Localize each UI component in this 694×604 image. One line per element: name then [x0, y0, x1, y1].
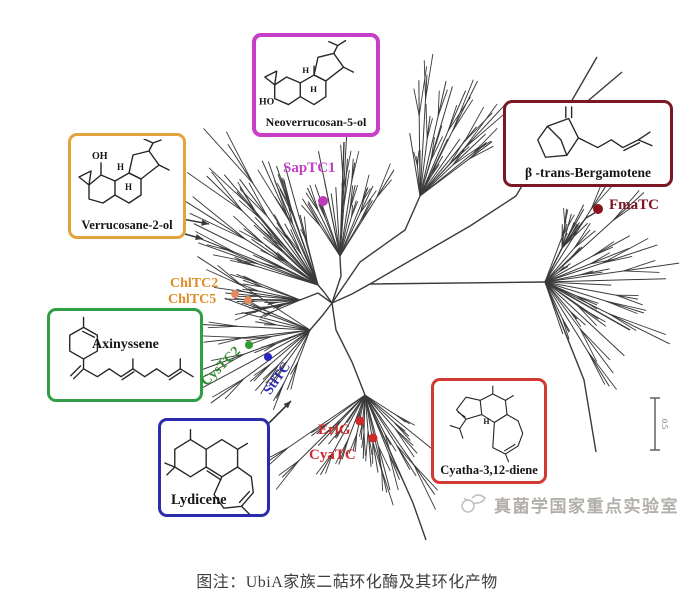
cyatha-box: H Cyatha-3,12-diene [431, 378, 547, 484]
fmatc-label: FmaTC [609, 197, 659, 213]
connector-arrowhead [201, 219, 209, 226]
watermark-text: 真菌学国家重点实验室 [494, 496, 679, 516]
axinyssene-structure [69, 316, 194, 381]
chltc5-label: ChlTC5 [168, 292, 217, 307]
lydicene-box: Lydicene [158, 418, 270, 517]
verrucosane-box: OH H H Verrucosane-2-ol [68, 133, 186, 239]
stltc-marker-dot [264, 353, 272, 361]
chltc2-marker-dot [231, 290, 239, 298]
bergamotene-structure [537, 106, 653, 158]
watermark: 真菌学国家重点实验室 [458, 490, 679, 518]
bergamotene-name: β -trans-Bergamotene [525, 165, 651, 180]
chltc5-marker-dot [244, 296, 252, 304]
axinyssene-name: Axinyssene [92, 337, 159, 352]
chltc2-label: ChlTC2 [170, 276, 219, 291]
atom-label-h: H [310, 84, 317, 94]
atom-label-h: H [302, 65, 309, 75]
cyatc-marker-dot [368, 433, 378, 443]
neoverrucosan-box: HO H H Neoverrucosan-5-ol [252, 33, 380, 137]
atom-label-oh: OH [92, 151, 108, 162]
scale-bar: 0.5 [646, 392, 672, 461]
neoverrucosan-name: Neoverrucosan-5-ol [265, 115, 367, 129]
cystc2-marker-dot [245, 341, 253, 349]
verrucosane-name: Verrucosane-2-ol [81, 218, 173, 232]
erig-label: EriG [318, 422, 351, 438]
atom-label-ho: HO [259, 97, 275, 108]
atom-label-h: H [483, 417, 489, 426]
neoverrucosan-structure: HO H H [259, 39, 355, 108]
cyatc-label: CyaTC [309, 447, 356, 463]
atom-label-h: H [125, 182, 132, 192]
atom-label-h: H [117, 162, 124, 172]
erig-marker-dot [355, 416, 365, 426]
bergamotene-box: β -trans-Bergamotene [503, 100, 673, 187]
connector-arrowhead [283, 401, 291, 409]
saptc1-label: SapTC1 [283, 160, 336, 176]
cyatha-name: Cyatha-3,12-diene [440, 463, 538, 477]
fmatc-marker-dot [593, 204, 603, 214]
lab-logo-icon [461, 494, 486, 513]
verrucosane-structure: OH H H [78, 139, 170, 204]
figure-caption: 图注：UbiA家族二萜环化酶及其环化产物 [196, 574, 498, 591]
lydicene-structure [164, 429, 254, 515]
axinyssene-box: Axinyssene [47, 308, 203, 402]
lydicene-name: Lydicene [171, 492, 227, 508]
saptc1-marker-dot [318, 196, 328, 206]
scale-bar-value: 0.5 [660, 419, 669, 429]
connector-arrowhead [195, 234, 203, 241]
cyatha-structure: H [449, 385, 524, 463]
